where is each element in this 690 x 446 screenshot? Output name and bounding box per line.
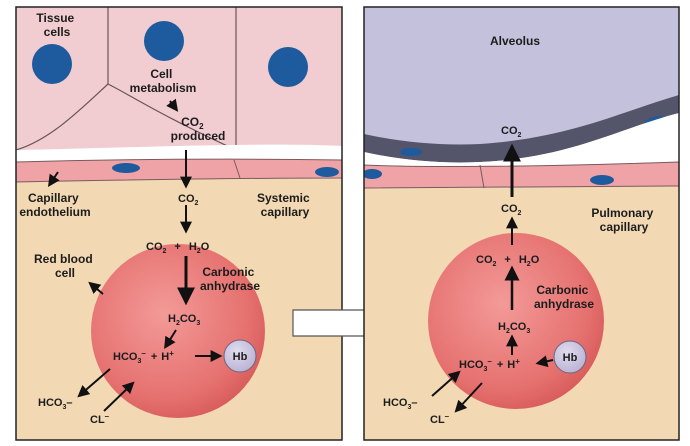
hb-label: Hb: [563, 352, 578, 364]
red-blood-cell: [91, 244, 265, 418]
endothelial-nucleus: [315, 167, 339, 177]
capillary-endothelium-layer: [364, 161, 679, 189]
alveolus-label: Alveolus: [490, 34, 540, 48]
hemoglobin-circle: [553, 340, 587, 374]
arrow-rbc-pointer: [88, 281, 104, 295]
co2-plasma-label: CO2: [178, 193, 199, 207]
left-panel-frame: [15, 6, 343, 441]
co2-produced-label: CO2 produced: [171, 115, 226, 143]
co2-alveolus-label: CO2: [501, 125, 522, 139]
alveolus-air-space: [364, 7, 679, 156]
endothelial-junction: [479, 164, 485, 189]
hemoglobin-circle: [223, 339, 257, 373]
arrow-dissociation: [164, 329, 177, 350]
endothelial-nucleus: [590, 175, 614, 185]
alveolar-nucleus: [400, 148, 422, 156]
systemic-capillary-label: Systemic capillary: [257, 191, 313, 219]
arrow-hco3-in: [431, 370, 461, 397]
arrow-metabolism-to-co2: [166, 98, 179, 112]
arrow-hb-to-h: [535, 355, 554, 368]
ions-label: HCO3–+H+: [113, 349, 174, 365]
nucleus: [144, 21, 184, 61]
co2-plasma-label: CO2: [501, 203, 522, 217]
interstitial-space: [364, 113, 679, 167]
capillary-endothelium-label: Capillary endothelium: [19, 191, 90, 219]
hco3-out-label: HCO3–: [38, 397, 72, 411]
carbonic-anhydrase-label: Carbonic anhydrase: [200, 265, 260, 293]
nucleus: [268, 47, 308, 87]
alveolar-wall: [364, 95, 679, 163]
arrow-cl-out: [454, 382, 483, 413]
endothelial-junction: [233, 159, 241, 179]
ions-label: HCO3–+H+: [459, 357, 520, 373]
reaction-co2-h2o: CO2+H2O: [146, 241, 210, 255]
capillary-endothelium-layer: [16, 158, 342, 183]
carbonic-anhydrase-label: Carbonic anhydrase: [534, 283, 594, 311]
cell-metabolism-label: Cell metabolism: [130, 67, 197, 95]
endothelial-nucleus: [112, 163, 140, 173]
pulmonary-capillary-label: Pulmonary capillary: [591, 206, 656, 234]
right-panel: Alveolus CO2 CO2 Pulmonary capillary CO2…: [363, 6, 680, 441]
reaction-co2-h2o: CO2+H2O: [476, 254, 540, 268]
red-blood-cell-label: Red blood cell: [34, 252, 96, 280]
tissue-cells-label: Tissue cells: [36, 11, 77, 39]
endothelial-nucleus: [364, 169, 382, 179]
cl-out-label: CL–: [430, 412, 450, 426]
h2co3-label: H2CO3: [168, 313, 200, 327]
arrow-endothelium-pointer: [48, 171, 60, 187]
left-panel: Tissue cells Cell metabolism CO2 produce…: [15, 6, 343, 441]
arrow-hco3-out: [77, 368, 111, 398]
cell-border: [16, 83, 237, 151]
right-panel-frame: [363, 6, 680, 441]
hco3-in-label: HCO3–: [383, 397, 417, 411]
h2co3-label: H2CO3: [498, 321, 530, 335]
cl-in-label: CL–: [90, 412, 110, 426]
hb-label: Hb: [233, 351, 248, 363]
arrow-cl-in: [103, 381, 135, 412]
nucleus: [32, 44, 72, 84]
